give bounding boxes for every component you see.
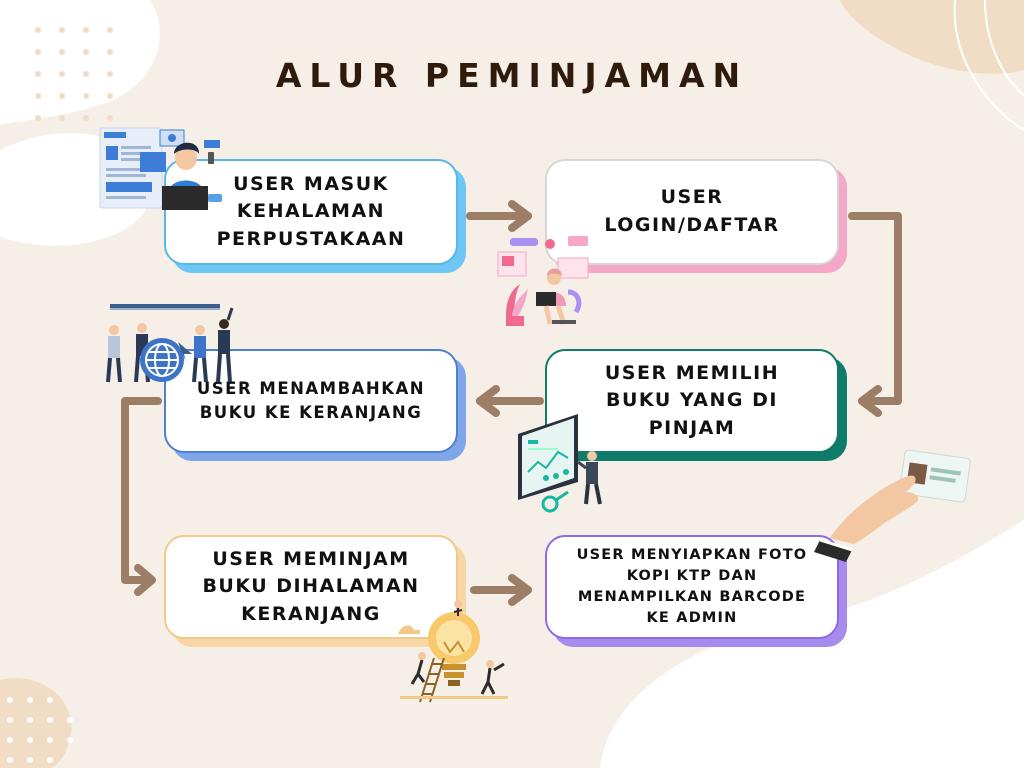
step-label: USER MENAMBAHKAN BUKU KE KERANJANG <box>164 349 458 453</box>
arrow-step4-to-step5 <box>121 397 162 584</box>
step-card-2: USER LOGIN/DAFTAR <box>545 159 847 273</box>
laptop-user-icon <box>497 236 589 326</box>
step-card-3: USER MEMILIH BUKU YANG DI PINJAM <box>545 349 847 461</box>
step-label: USER MENYIAPKAN FOTO KOPI KTP DAN MENAMP… <box>545 535 839 639</box>
step-label: USER MEMINJAM BUKU DIHALAMAN KERANJANG <box>164 535 458 639</box>
analytics-screen-icon <box>518 414 602 513</box>
step-card-5: USER MEMINJAM BUKU DIHALAMAN KERANJANG <box>164 535 466 647</box>
step-card-4: USER MENAMBAHKAN BUKU KE KERANJANG <box>164 349 466 461</box>
step-label: USER MEMILIH BUKU YANG DI PINJAM <box>545 349 839 453</box>
step-card-1: USER MASUK KEHALAMAN PERPUSTAKAAN <box>164 159 466 273</box>
step-card-6: USER MENYIAPKAN FOTO KOPI KTP DAN MENAMP… <box>545 535 847 647</box>
page-title: ALUR PEMINJAMAN <box>275 56 749 95</box>
arrow-step2-to-step3 <box>848 212 902 405</box>
step-label: USER MASUK KEHALAMAN PERPUSTAKAAN <box>164 159 458 265</box>
hand-id-card-icon <box>814 449 971 562</box>
lightbulb-idea-icon <box>398 600 508 703</box>
globe-team-icon <box>106 304 234 383</box>
website-browsing-person-icon <box>99 127 222 210</box>
step-label: USER LOGIN/DAFTAR <box>545 159 839 265</box>
